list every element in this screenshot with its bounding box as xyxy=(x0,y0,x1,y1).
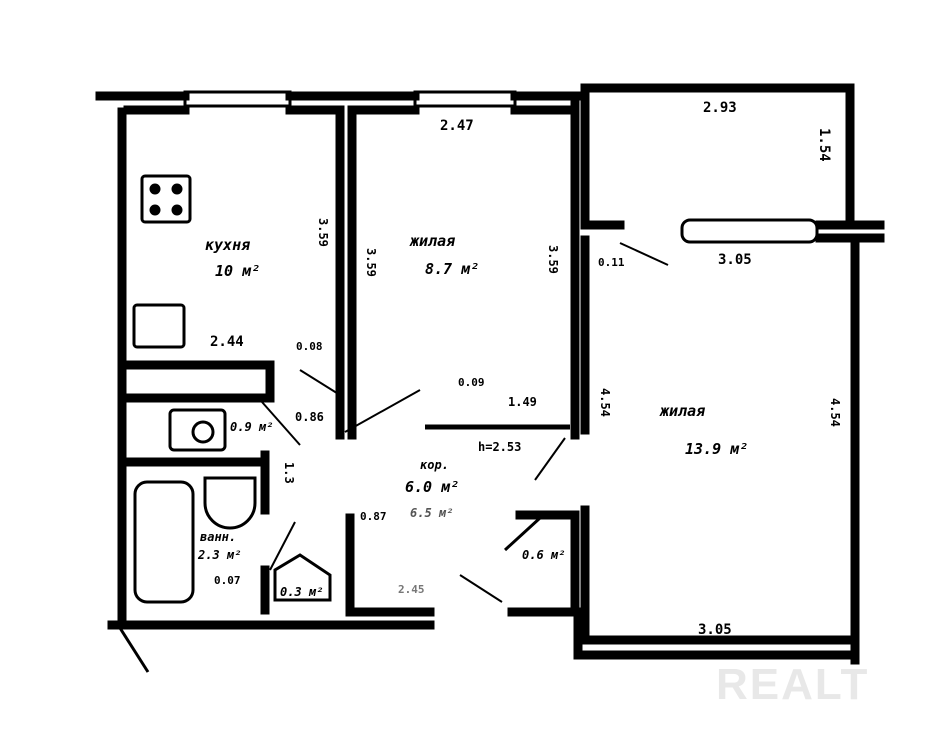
dim-0-11: 0.11 xyxy=(598,256,625,269)
dim-bath-side: 1.3 xyxy=(282,462,296,484)
stove-icon xyxy=(140,174,192,224)
dim-0-86: 0.86 xyxy=(295,410,324,424)
dim-living-side-left: 4.54 xyxy=(598,388,612,417)
dim-1-49: 1.49 xyxy=(508,395,537,409)
dim-0-09: 0.09 xyxy=(458,376,485,389)
room-area-corridor-alt: 6.5 м² xyxy=(410,506,454,520)
room-area-living: 13.9 м² xyxy=(685,440,749,458)
dim-kitchen-bottom: 2.44 xyxy=(210,334,244,350)
dim-living-bottom: 3.05 xyxy=(698,622,732,638)
dim-0-87: 0.87 xyxy=(360,510,387,523)
dim-corridor-bottom: 2.45 xyxy=(398,583,425,596)
dim-bedroom-side-left: 3.59 xyxy=(364,248,378,277)
dim-bedroom-top: 2.47 xyxy=(440,118,474,134)
room-area-kitchen: 10 м² xyxy=(215,262,261,280)
dim-bedroom-side-right: 3.59 xyxy=(546,245,560,274)
bathtub-icon xyxy=(133,480,195,604)
room-name-kitchen: кухня xyxy=(205,236,251,254)
windows xyxy=(183,90,819,430)
closet-icon xyxy=(273,553,332,602)
room-name-corridor: кор. xyxy=(420,458,449,472)
room-area-toilet: 0.9 м² xyxy=(230,420,274,434)
room-name-bath: ванн. xyxy=(200,530,237,544)
dim-balcony-side: 1.54 xyxy=(816,128,832,162)
dim-0-08: 0.08 xyxy=(296,340,323,353)
washbasin-icon xyxy=(203,476,257,530)
room-area-corridor: 6.0 м² xyxy=(405,478,460,496)
walls xyxy=(95,83,885,665)
room-name-bedroom: жилая xyxy=(410,232,456,250)
room-area-closet: 0.3 м² xyxy=(280,585,324,599)
room-area-storage: 0.6 м² xyxy=(522,548,566,562)
room-name-living: жилая xyxy=(660,402,706,420)
toilet-icon xyxy=(168,408,227,452)
room-area-bath: 2.3 м² xyxy=(198,548,242,562)
room-area-bedroom: 8.7 м² xyxy=(425,260,480,278)
dim-balcony-top: 2.93 xyxy=(703,100,737,116)
dim-living-top: 3.05 xyxy=(718,252,752,268)
dim-0-07: 0.07 xyxy=(214,574,241,587)
watermark-logo: REALT xyxy=(716,660,870,709)
dim-living-side-right: 4.54 xyxy=(828,398,842,427)
fixtures xyxy=(118,174,669,673)
dim-kitchen-side: 3.59 xyxy=(316,218,330,247)
dim-height: h=2.53 xyxy=(478,440,522,454)
sink-icon xyxy=(132,303,186,349)
